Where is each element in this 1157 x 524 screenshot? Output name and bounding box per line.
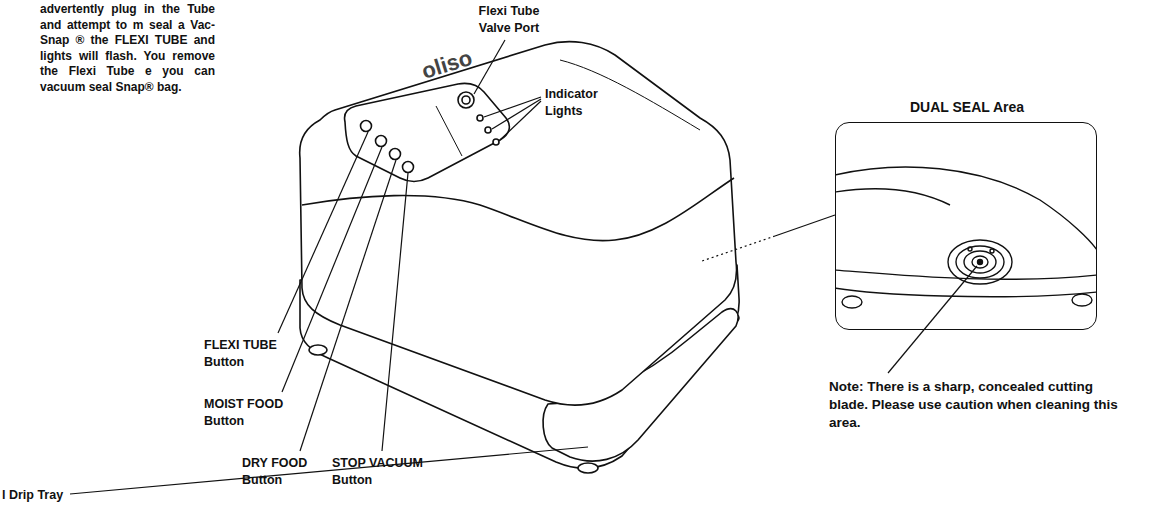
leader-line bbox=[484, 97, 541, 117]
brand-logo: oliso bbox=[418, 43, 476, 86]
leader-line bbox=[474, 40, 505, 94]
indicator-light bbox=[485, 127, 491, 133]
seal-ring bbox=[956, 246, 1004, 278]
foot bbox=[842, 296, 862, 308]
button bbox=[403, 162, 414, 173]
lid-edge bbox=[836, 167, 1096, 250]
valve-port bbox=[462, 96, 470, 104]
foot bbox=[1072, 294, 1092, 306]
housing-lid bbox=[300, 42, 737, 406]
part-label: FLEXI TUBE Button bbox=[204, 337, 289, 371]
inset-box: DUAL SEAL Area bbox=[835, 122, 1097, 330]
foot bbox=[578, 463, 598, 473]
part-label: DRY FOOD Button bbox=[242, 455, 312, 489]
panel-divider bbox=[436, 106, 462, 156]
leader-line bbox=[300, 160, 396, 451]
indicator-light bbox=[477, 115, 483, 121]
leader-line bbox=[382, 173, 408, 451]
part-label: Flexi Tube Valve Port bbox=[466, 3, 552, 37]
inset-illustration bbox=[836, 167, 1096, 308]
inset-heading: DUAL SEAL Area bbox=[836, 99, 1098, 115]
foot bbox=[309, 345, 327, 355]
control-panel bbox=[345, 83, 510, 181]
valve-port bbox=[458, 92, 474, 108]
part-label: Indicator Lights bbox=[545, 86, 615, 120]
caution-note: Note: There is a sharp, concealed cuttin… bbox=[829, 378, 1119, 433]
seal-ring bbox=[964, 251, 996, 273]
lid-edge bbox=[836, 189, 950, 205]
inset-pointer bbox=[702, 236, 775, 261]
screw bbox=[968, 247, 972, 251]
instruction-note: advertently plug in the Tube and attempt… bbox=[40, 2, 215, 95]
leader-line bbox=[500, 101, 541, 140]
leader-line bbox=[888, 266, 977, 373]
seal-ring bbox=[972, 256, 988, 268]
vacuum-sealer bbox=[300, 42, 740, 473]
indicator-light bbox=[493, 139, 499, 145]
button bbox=[390, 149, 401, 160]
seal-ring bbox=[948, 240, 1012, 284]
part-label: MOIST FOOD Button bbox=[204, 396, 294, 430]
base-edge bbox=[836, 288, 1096, 297]
inset-pointer bbox=[775, 215, 835, 236]
button bbox=[376, 136, 387, 147]
part-label: STOP VACUUM Button bbox=[332, 455, 432, 489]
button bbox=[361, 121, 372, 132]
leader-line bbox=[278, 132, 368, 333]
lid-contour bbox=[302, 178, 734, 241]
leader-line bbox=[70, 447, 588, 494]
seal-center bbox=[978, 260, 983, 265]
screw bbox=[990, 249, 994, 253]
part-label: l Drip Tray bbox=[2, 487, 63, 504]
